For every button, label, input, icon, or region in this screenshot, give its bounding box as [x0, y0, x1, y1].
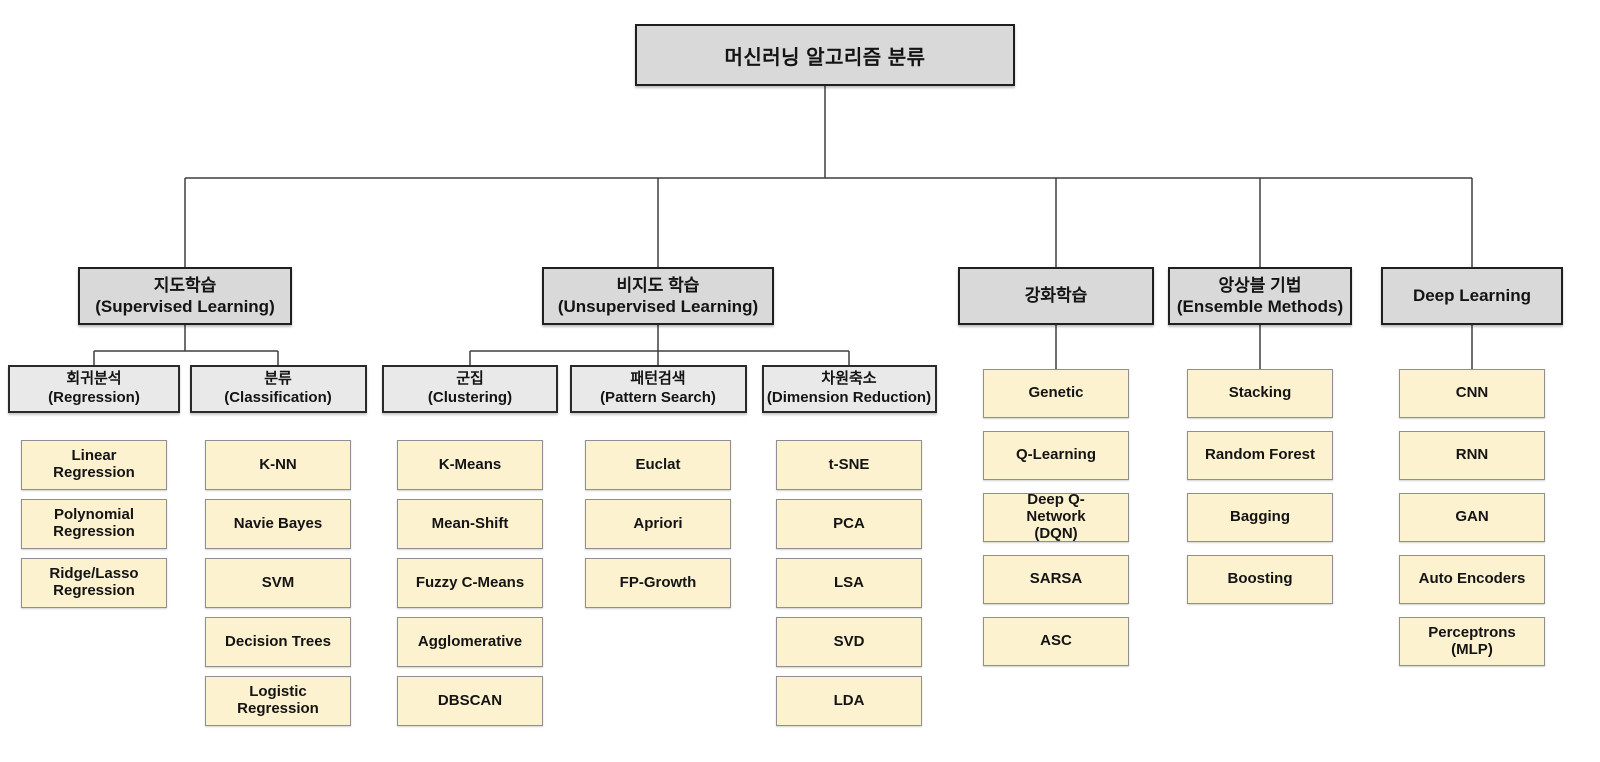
subgroup-header-dimension-reduction: 차원축소 (Dimension Reduction) — [761, 365, 937, 413]
subgroup-header-regression: 회귀분석 (Regression) — [8, 365, 180, 413]
leaf-lsa: LSA — [776, 558, 922, 608]
leaf-random-forest: Random Forest — [1187, 431, 1333, 480]
leaf-bagging: Bagging — [1187, 493, 1333, 542]
leaf-polynomial-regression: Polynomial Regression — [21, 499, 167, 549]
branch-header-deep-learning: Deep Learning — [1381, 267, 1563, 325]
leaf-decision-trees: Decision Trees — [205, 617, 351, 667]
leaf-deep-q-network-dqn: Deep Q- Network (DQN) — [983, 491, 1129, 542]
branch-header-ensemble-methods: 앙상블 기법 (Ensemble Methods) — [1168, 267, 1352, 325]
subgroup-header-pattern-search: 패턴검색 (Pattern Search) — [569, 365, 747, 413]
subgroup-header-clustering: 군집 (Clustering) — [382, 365, 558, 413]
leaf-navie-bayes: Navie Bayes — [205, 499, 351, 549]
leaf-apriori: Apriori — [585, 499, 731, 549]
leaf-sarsa: SARSA — [983, 555, 1129, 604]
branch-header-branch-2: 강화학습 — [958, 267, 1154, 325]
leaf-ridge-lasso-regression: Ridge/Lasso Regression — [21, 558, 167, 608]
leaf-dbscan: DBSCAN — [397, 676, 543, 726]
leaf-boosting: Boosting — [1187, 555, 1333, 604]
leaf-euclat: Euclat — [585, 440, 731, 490]
leaf-fp-growth: FP-Growth — [585, 558, 731, 608]
leaf-fuzzy-c-means: Fuzzy C-Means — [397, 558, 543, 608]
branch-header-supervised-learning: 지도학습 (Supervised Learning) — [78, 267, 292, 325]
leaf-cnn: CNN — [1399, 369, 1545, 418]
leaf-gan: GAN — [1399, 493, 1545, 542]
leaf-k-means: K-Means — [397, 440, 543, 490]
leaf-agglomerative: Agglomerative — [397, 617, 543, 667]
leaf-rnn: RNN — [1399, 431, 1545, 480]
leaf-q-learning: Q-Learning — [983, 431, 1129, 480]
leaf-svd: SVD — [776, 617, 922, 667]
leaf-k-nn: K-NN — [205, 440, 351, 490]
leaf-linear-regression: Linear Regression — [21, 440, 167, 490]
leaf-logistic-regression: Logistic Regression — [205, 676, 351, 726]
branch-header-unsupervised-learning: 비지도 학습 (Unsupervised Learning) — [542, 267, 774, 325]
leaf-genetic: Genetic — [983, 369, 1129, 418]
root-title: 머신러닝 알고리즘 분류 — [635, 24, 1015, 86]
leaf-pca: PCA — [776, 499, 922, 549]
leaf-t-sne: t-SNE — [776, 440, 922, 490]
leaf-mean-shift: Mean-Shift — [397, 499, 543, 549]
subgroup-header-classification: 분류 (Classification) — [189, 365, 367, 413]
leaf-perceptrons-mlp: Perceptrons (MLP) — [1399, 617, 1545, 666]
leaf-lda: LDA — [776, 676, 922, 726]
leaf-asc: ASC — [983, 617, 1129, 666]
leaf-auto-encoders: Auto Encoders — [1399, 555, 1545, 604]
leaf-stacking: Stacking — [1187, 369, 1333, 418]
leaf-svm: SVM — [205, 558, 351, 608]
